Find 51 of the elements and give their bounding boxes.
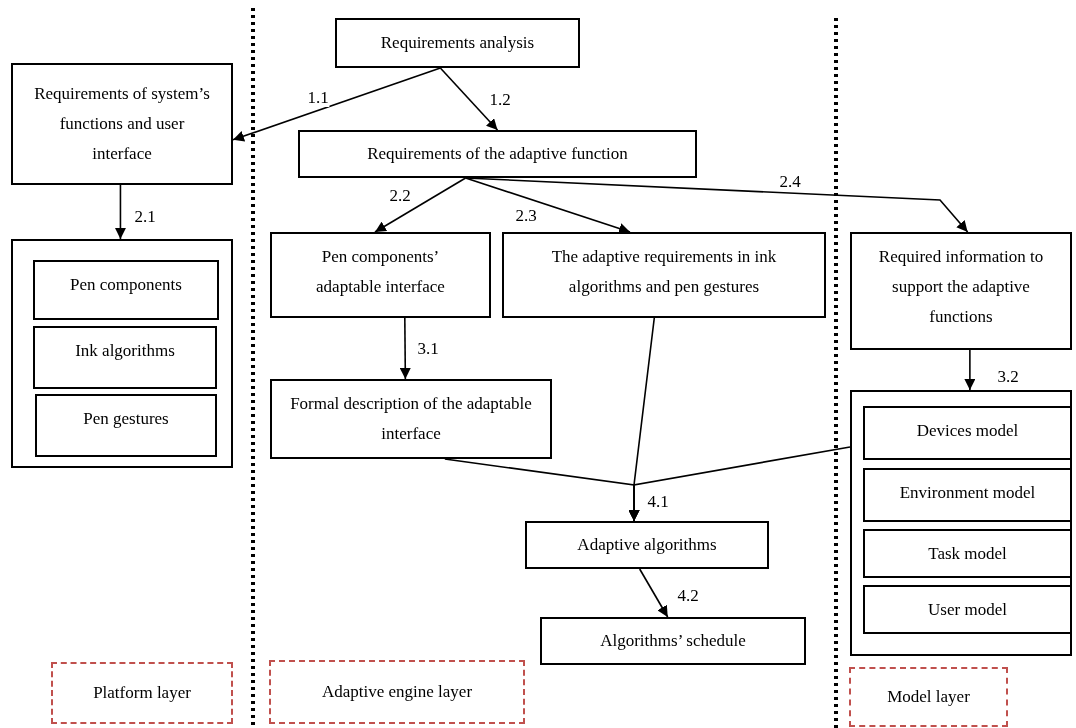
process-box	[863, 585, 1072, 634]
arrow	[374, 177, 467, 233]
process-box	[863, 468, 1072, 522]
arrow	[399, 317, 411, 380]
process-box	[525, 521, 769, 569]
node-text: Platform layer	[93, 682, 191, 704]
arrow	[628, 446, 851, 522]
process-box	[540, 617, 806, 665]
node-text: Algorithms’ schedule	[600, 630, 746, 652]
node-text: Ink algorithms	[75, 340, 175, 362]
node-text: Requirements analysis	[380, 32, 535, 54]
node-text: Pen components’ adaptable interface	[315, 246, 446, 298]
process-box	[33, 260, 219, 320]
node-text: Pen gestures	[83, 408, 169, 430]
node-text: Required information to support the adaptive functions	[877, 246, 1045, 328]
node-text: Pen components	[70, 274, 182, 296]
layer-label-box	[51, 662, 233, 724]
node-text: Requirements of the adaptive function	[367, 143, 628, 165]
arrow	[232, 67, 442, 142]
process-box	[33, 326, 217, 389]
node-text: Requirements of system’s functions and user interface	[33, 83, 211, 165]
arrow	[638, 568, 669, 618]
edge-label: 1.1	[306, 89, 330, 107]
process-box	[335, 18, 580, 68]
arrow	[439, 67, 499, 131]
process-box	[270, 232, 491, 318]
node-text: Adaptive algorithms	[577, 534, 717, 556]
arrow	[964, 349, 976, 391]
arrow	[464, 177, 969, 233]
layer-label-box	[849, 667, 1008, 727]
process-box	[11, 63, 233, 185]
group-box	[850, 390, 1072, 656]
process-box	[863, 406, 1072, 460]
process-box	[502, 232, 826, 318]
process-box	[35, 394, 217, 457]
group-box	[11, 239, 233, 468]
node-text: Model layer	[887, 686, 970, 708]
node-text: Adaptive engine layer	[321, 681, 473, 703]
node-text: User model	[928, 598, 1007, 621]
node-text: Task model	[928, 542, 1007, 565]
process-box	[298, 130, 697, 178]
process-box	[863, 529, 1072, 578]
node-text: The adaptive requirements in ink algorithms and pen gestures	[550, 246, 778, 298]
process-box	[850, 232, 1072, 350]
arrow	[464, 177, 631, 234]
node-text: Environment model	[899, 482, 1036, 504]
process-box	[270, 379, 552, 459]
arrow	[114, 184, 126, 240]
node-text: Formal description of the adaptable interface	[289, 393, 533, 445]
node-text: Devices model	[916, 420, 1019, 442]
layer-label-box	[269, 660, 525, 724]
